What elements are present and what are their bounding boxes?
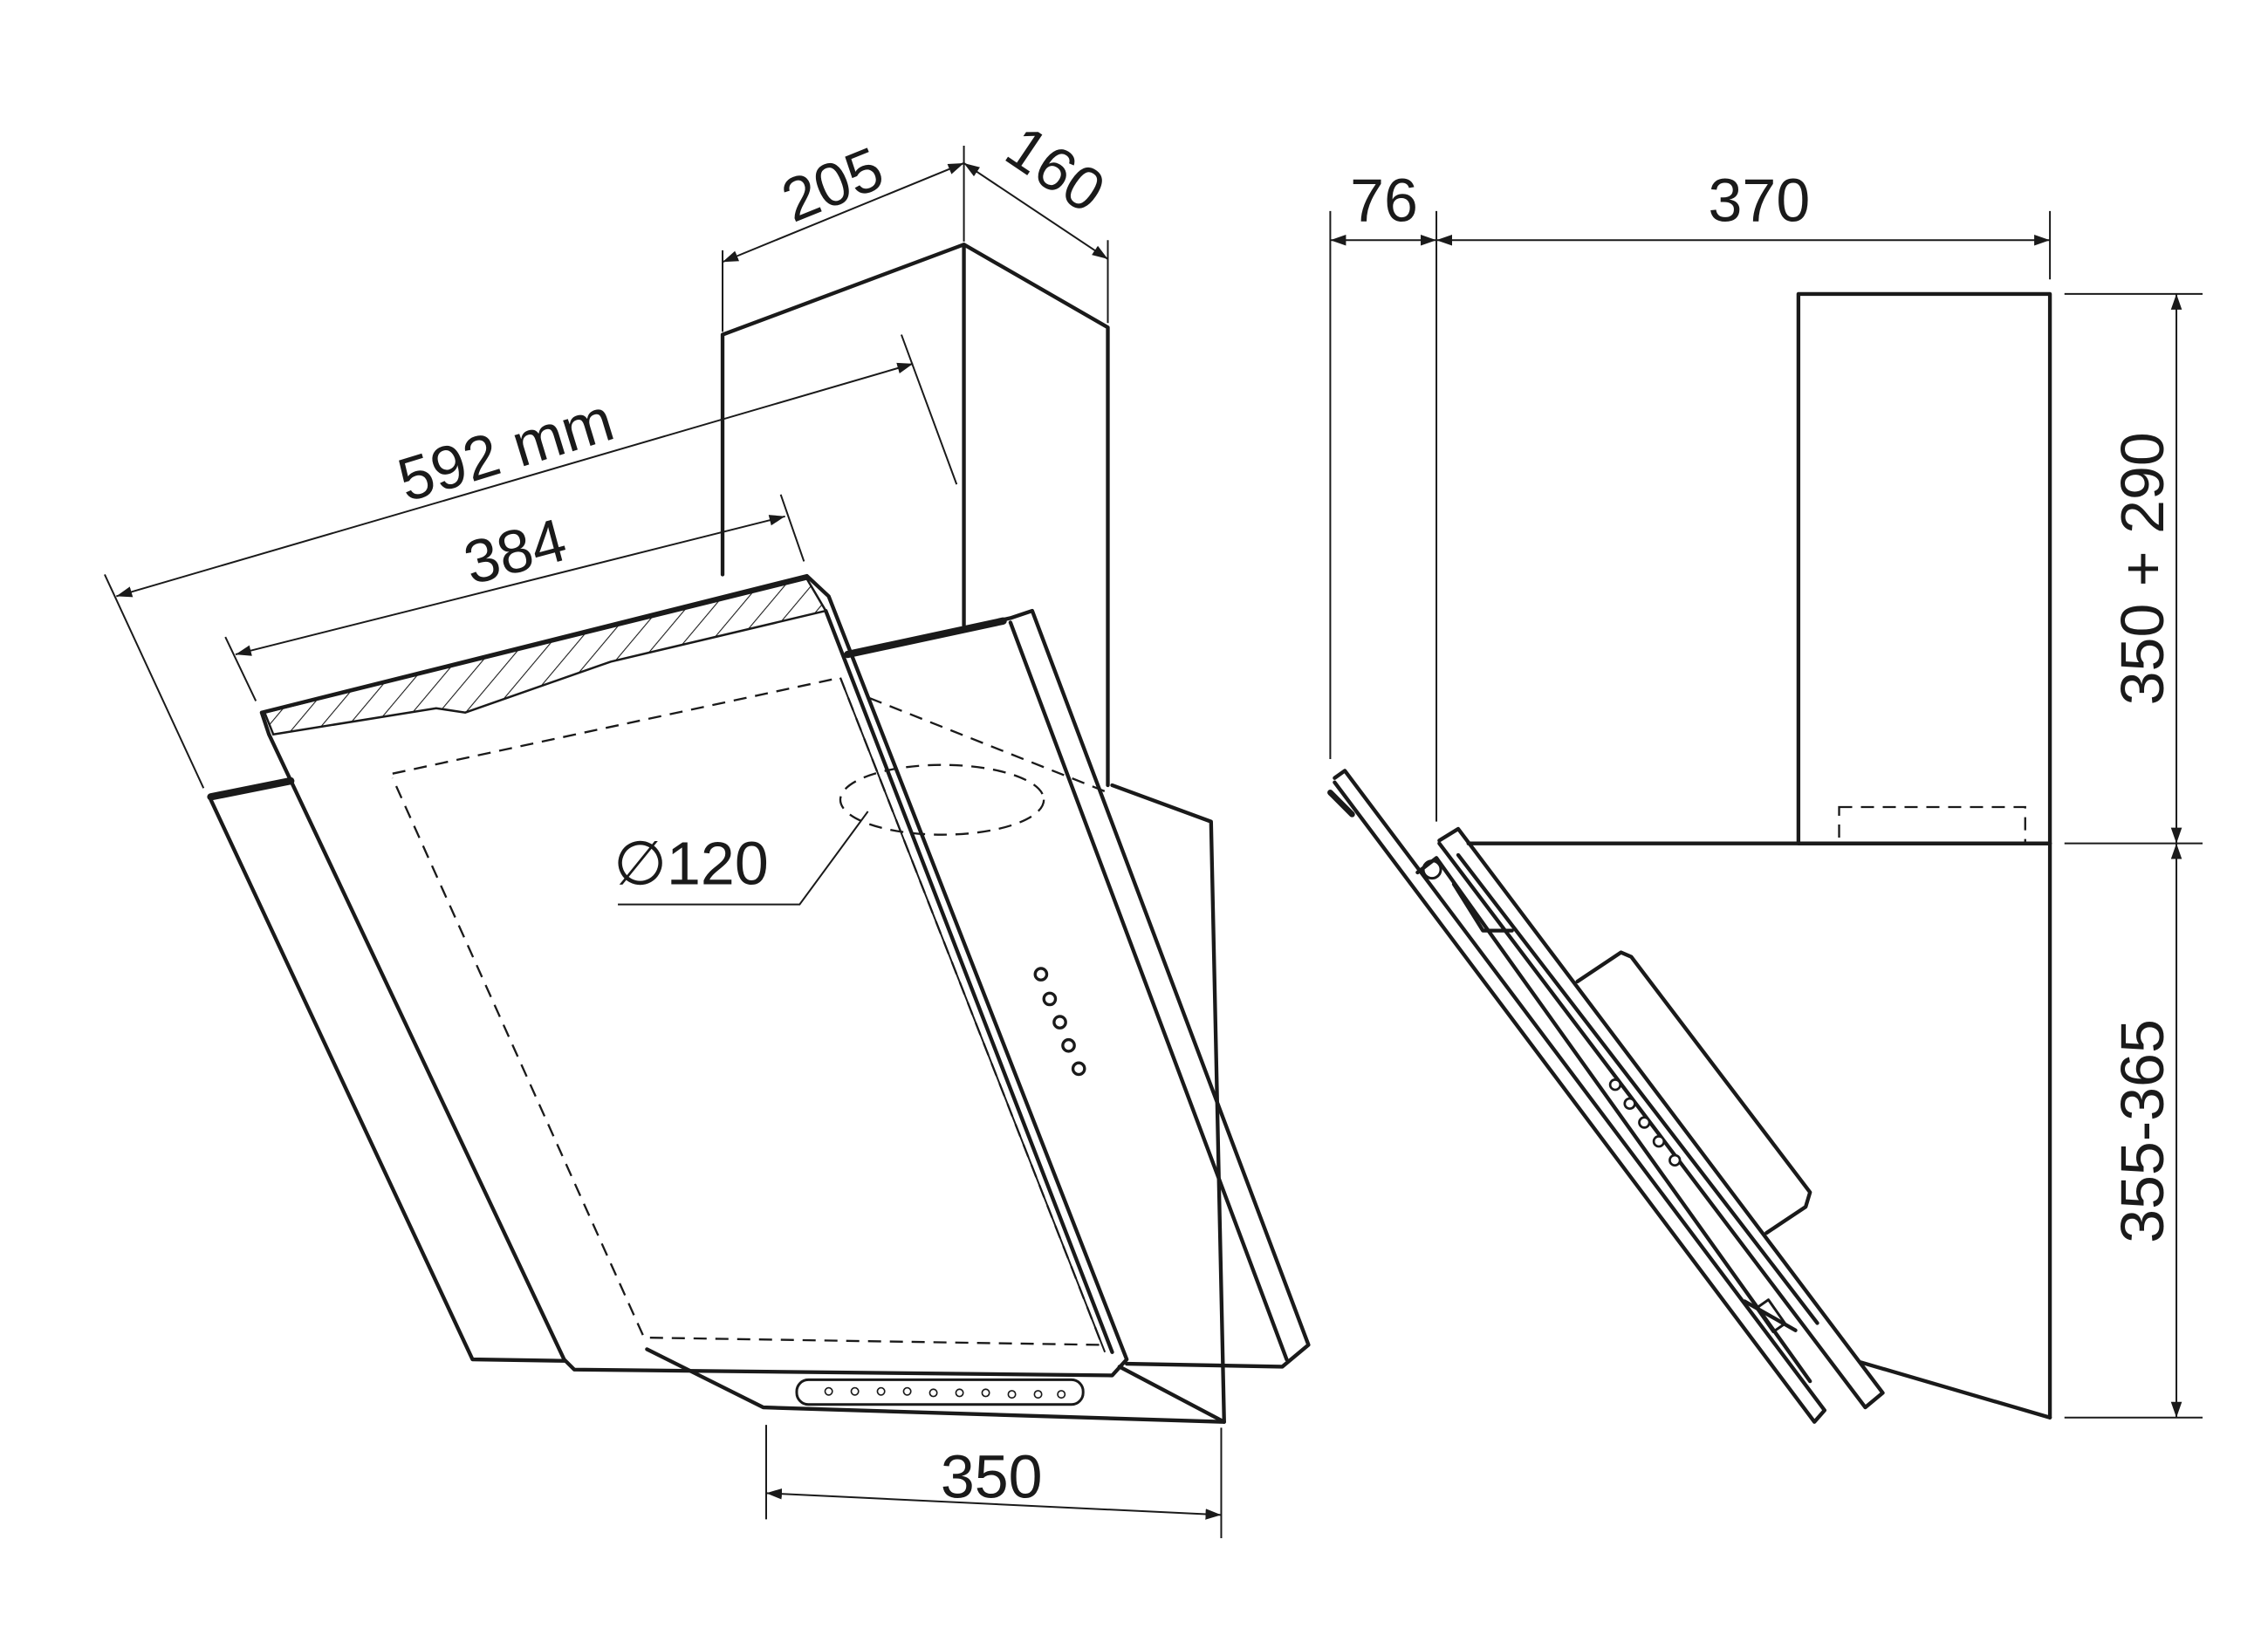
- side-glass: [1327, 769, 1885, 1424]
- svg-text:76: 76: [1350, 167, 1418, 235]
- light-strip: [795, 1378, 1085, 1406]
- light-bulbs: [824, 1386, 1066, 1399]
- dimension-205: 205: [722, 133, 965, 332]
- dimension-76: 76: [1330, 167, 1437, 246]
- svg-text:384: 384: [457, 505, 573, 598]
- side-chimney: [1796, 291, 2052, 845]
- svg-text:592 mm: 592 mm: [390, 385, 621, 514]
- hatched-section: [263, 578, 828, 736]
- dimension-370: 370: [1436, 167, 2051, 246]
- filter-outline: [391, 676, 1108, 1346]
- svg-text:∅120: ∅120: [613, 829, 769, 897]
- dimension-outlet: ∅120: [613, 811, 869, 906]
- back-body: [207, 608, 1311, 1424]
- dimension-160: 160: [963, 113, 1117, 324]
- outlet-circle: [839, 763, 1045, 836]
- dimension-350: 350: [764, 1425, 1223, 1539]
- svg-text:350 + 290: 350 + 290: [2108, 432, 2176, 705]
- control-buttons: [1033, 967, 1086, 1077]
- chimney: [720, 243, 1110, 788]
- svg-text:205: 205: [772, 133, 892, 235]
- side-view: 76 370 3: [1327, 167, 2203, 1424]
- svg-text:355-365: 355-365: [2108, 1019, 2176, 1243]
- svg-text:350: 350: [941, 1442, 1043, 1510]
- svg-text:370: 370: [1709, 167, 1811, 235]
- dimension-body-height: 355-365: [2108, 843, 2182, 1418]
- side-buttons: [1608, 1078, 1682, 1167]
- dimension-chimney-height: 350 + 290: [2108, 293, 2182, 844]
- svg-text:160: 160: [994, 113, 1116, 226]
- glass-panel: [259, 573, 1129, 1406]
- front-view: 205 160 592 mm 384 ∅120 350: [104, 113, 1311, 1539]
